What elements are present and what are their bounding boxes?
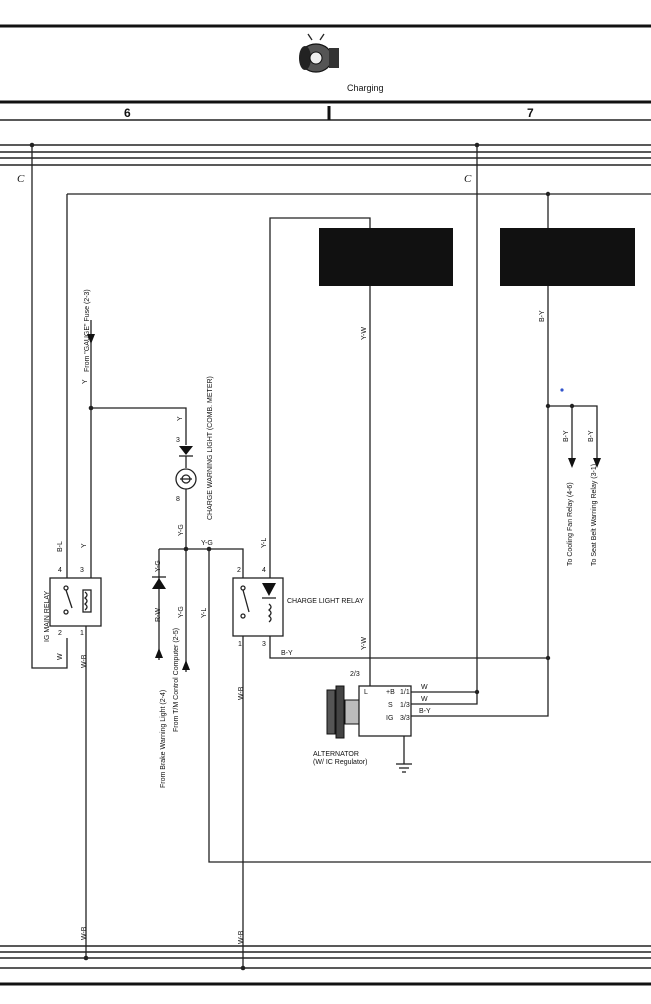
- wire-w-ig-relay: [31, 145, 68, 669]
- charge-light-relay: [232, 577, 284, 637]
- relay-switch-icon: [63, 585, 92, 615]
- alt-pin-s: 1/3: [400, 702, 410, 709]
- wire-label-w-b-1: W-B: [81, 654, 88, 668]
- wire-y-l-loop: [208, 549, 651, 863]
- relay-pin-4: 4: [58, 567, 62, 574]
- wire-b-y-relay: [269, 636, 548, 659]
- wire-w-alt-s: [441, 692, 478, 705]
- alt-terminal-l: L: [364, 689, 368, 696]
- wire-label-w-b-3: W-B: [238, 686, 245, 700]
- alt-terminal-s: S: [388, 702, 393, 709]
- wire-label-y-1: Y: [82, 379, 89, 384]
- connector-block-right: [500, 228, 635, 286]
- alternator-label: ALTERNATOR: [313, 751, 359, 758]
- ground-icon: [396, 736, 412, 773]
- arrow-down-fan-icon: [568, 458, 576, 468]
- wire-label-b-y-4: B-Y: [588, 430, 595, 442]
- light-pin-8: 8: [176, 496, 180, 503]
- arrow-up-brake-icon: [155, 648, 163, 658]
- wire-label-b-y-3: B-Y: [563, 430, 570, 442]
- relay-pin-1: 1: [80, 630, 84, 637]
- alt-pin-ig: 3/3: [400, 715, 410, 722]
- wire-label-y-2: Y: [81, 543, 88, 548]
- wire-label-b-y-2: B-Y: [539, 310, 546, 322]
- alternator-body: [358, 685, 412, 737]
- wire-label-w-relay: W: [57, 653, 64, 660]
- alt-pin-l-num: 2/3: [350, 671, 360, 678]
- cl-pin-3: 3: [262, 641, 266, 648]
- alt-terminal-ig: IG: [386, 715, 393, 722]
- arrow-down-belt-icon: [593, 458, 601, 468]
- wire-label-w-b-4: W-B: [238, 930, 245, 944]
- alternator-pulley-icon: [326, 685, 360, 739]
- bottom-bus-lines: [0, 945, 651, 986]
- relay-pin-3: 3: [80, 567, 84, 574]
- cl-pin-2: 2: [237, 567, 241, 574]
- ig-main-relay-label: IG MAIN RELAY: [44, 590, 51, 642]
- wire-label-r-w: R-W: [155, 608, 162, 622]
- wire-w-alt-b: [441, 145, 478, 693]
- charge-warning-light-label: CHARGE WARNING LIGHT (COMB. METER): [207, 376, 214, 520]
- dest-seat-belt: To Seat Belt Warning Relay (3-1): [591, 464, 598, 566]
- wire-label-y-g-4: Y-G: [178, 606, 185, 618]
- wire-label-y-w-1: Y-W: [361, 327, 368, 340]
- wire-label-w-alt-2: W: [421, 696, 428, 703]
- header-title: Charging: [347, 83, 384, 93]
- wire-label-b-y-1: B-Y: [281, 650, 293, 657]
- wire-y-l-relay: [269, 217, 371, 578]
- source-gauge-fuse: From "GAUGE" Fuse (2-3): [84, 289, 91, 372]
- charge-warning-lamp-icon: [175, 468, 197, 490]
- wire-label-w-alt-1: W: [421, 684, 428, 691]
- wire-label-w-b-2: W-B: [81, 926, 88, 940]
- source-tm-computer: From T/M Control Computer (2-5): [173, 628, 180, 732]
- cl-pin-4: 4: [262, 567, 266, 574]
- alternator-sublabel: (W/ IC Regulator): [313, 759, 367, 766]
- alternator-emblem-icon: [299, 33, 339, 73]
- light-pin-3: 3: [176, 437, 180, 444]
- wire-y-g-horizontal: [159, 548, 244, 578]
- cl-pin-1: 1: [238, 641, 242, 648]
- column-number-6: 6: [124, 106, 131, 120]
- alt-pin-b: 1/1: [400, 689, 410, 696]
- top-bus-lines: [0, 144, 651, 166]
- column-number-7: 7: [527, 106, 534, 120]
- wire-label-y-w-2: Y-W: [361, 637, 368, 650]
- brake-diode-icon: [152, 576, 166, 589]
- source-brake-warning: From Brake Warning Light (2-4): [160, 690, 167, 788]
- wire-label-y-3: Y: [177, 416, 184, 421]
- alt-terminal-b: +B: [386, 689, 395, 696]
- bottom-junction-right: [240, 965, 246, 971]
- wire-label-y-g-3: Y-G: [155, 560, 162, 572]
- relay-pin-2: 2: [58, 630, 62, 637]
- charge-light-relay-switch-icon: [240, 583, 276, 623]
- wire-label-y-g-2: Y-G: [201, 540, 213, 547]
- wire-label-b-l: B-L: [57, 541, 64, 552]
- wire-b-y-branch: [548, 405, 598, 462]
- wire-label-y-l-2: Y-L: [261, 538, 268, 548]
- arrow-down-icon: [87, 334, 95, 344]
- stray-mark: [560, 388, 564, 392]
- wire-label-y-l-1: Y-L: [201, 608, 208, 618]
- arrow-up-tm-icon: [182, 660, 190, 670]
- dest-cooling-fan: To Cooling Fan Relay (4-6): [567, 482, 574, 566]
- wire-label-y-g-1: Y-G: [178, 524, 185, 536]
- wire-label-b-y-alt: B-Y: [419, 708, 431, 715]
- connector-block-left: [319, 228, 453, 286]
- wire-b-y-main: [441, 286, 549, 717]
- bottom-junction-left: [83, 955, 89, 961]
- ig-main-relay: [49, 577, 102, 627]
- bus-label-c-left: C: [17, 173, 25, 185]
- wire-y-light: [91, 407, 187, 445]
- bus-label-c-mid: C: [464, 173, 472, 185]
- charge-light-relay-label: CHARGE LIGHT RELAY: [287, 598, 364, 605]
- charge-warning-diode-icon: [179, 446, 193, 457]
